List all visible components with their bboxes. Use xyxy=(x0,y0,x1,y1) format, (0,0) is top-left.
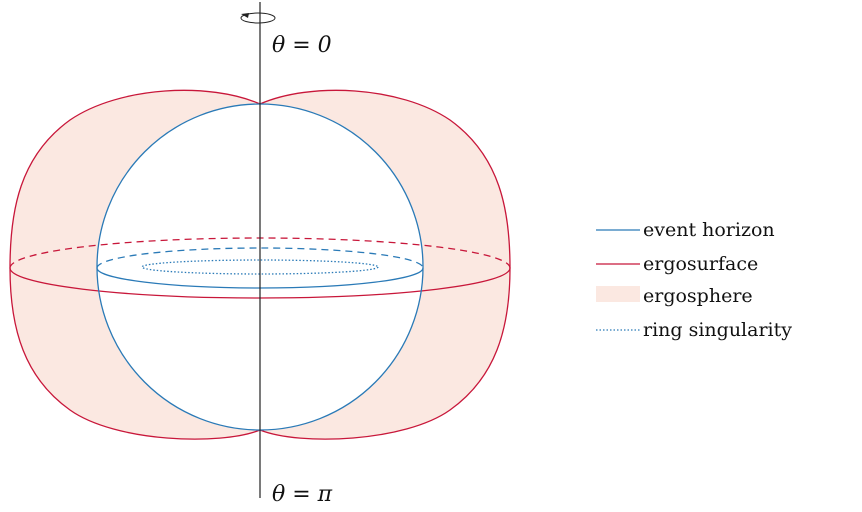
legend-item-ring-singularity: ring singularity xyxy=(596,319,792,341)
legend-swatch-ergosphere xyxy=(596,286,640,302)
legend-item-event-horizon: event horizon xyxy=(596,219,775,241)
ring-singularity xyxy=(141,259,379,275)
legend-item-ergosphere: ergosphere xyxy=(596,285,753,307)
axis-top-label: θ = 0 xyxy=(272,33,332,58)
legend-label-ring-singularity: ring singularity xyxy=(643,319,792,341)
legend-item-ergosurface: ergosurface xyxy=(596,253,758,275)
legend: event horizon ergosurface ergosphere rin… xyxy=(596,219,792,341)
legend-label-ergosurface: ergosurface xyxy=(643,253,758,275)
rotation-arrow-icon xyxy=(240,12,276,24)
legend-label-ergosphere: ergosphere xyxy=(643,285,753,307)
axis-bottom-label: θ = π xyxy=(272,482,333,507)
legend-label-event-horizon: event horizon xyxy=(643,219,775,241)
